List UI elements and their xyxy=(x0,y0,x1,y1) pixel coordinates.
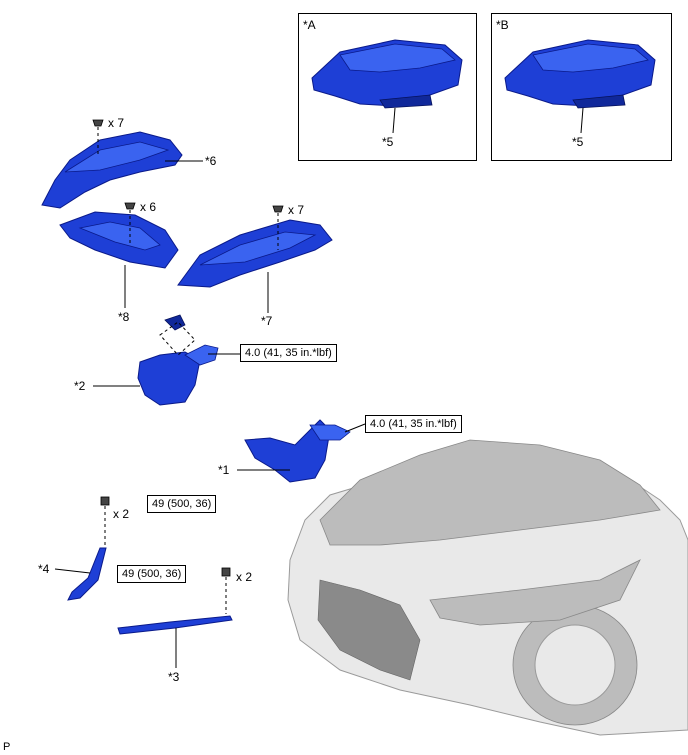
clip-6-qty: x 7 xyxy=(108,116,125,130)
clip-8-qty: x 6 xyxy=(140,200,157,214)
view-b-part-label: *5 xyxy=(572,135,584,149)
torque-spec-3: 49 (500, 36) xyxy=(117,565,187,583)
air-duct-1 xyxy=(244,419,351,483)
clip-7-qty: x 7 xyxy=(288,203,305,217)
cowl-side-panel-6 xyxy=(41,131,183,209)
part-3-label: *3 xyxy=(168,670,180,684)
clip-8-icon xyxy=(124,202,136,210)
part-4-label: *4 xyxy=(38,562,50,576)
cowl-panel-7 xyxy=(177,219,333,288)
part-2-label: *2 xyxy=(74,379,86,393)
leader-b xyxy=(580,107,584,134)
view-a-part-label: *5 xyxy=(382,135,394,149)
engine-cover-a xyxy=(311,39,463,109)
part-6-label: *6 xyxy=(205,154,217,168)
torque-spec-2: 4.0 (41, 35 in.*lbf) xyxy=(240,344,337,362)
view-a-label: *A xyxy=(303,18,316,32)
bolt-4-icon xyxy=(100,496,110,506)
bolt-3-icon xyxy=(221,567,231,577)
clip-7-icon xyxy=(272,205,284,213)
part-7-label: *7 xyxy=(261,314,273,328)
footer-code: P xyxy=(3,741,11,753)
vehicle-illustration xyxy=(287,439,688,736)
bolt-4-qty: x 2 xyxy=(113,507,130,521)
brace-4 xyxy=(67,547,107,601)
leader-a xyxy=(392,107,396,134)
brace-3 xyxy=(117,615,233,635)
bracket-dashed xyxy=(159,321,196,356)
clip-6-icon xyxy=(92,119,104,127)
part-8-label: *8 xyxy=(118,310,130,324)
view-b-label: *B xyxy=(496,18,509,32)
part-1-label: *1 xyxy=(218,463,230,477)
bolt-3-qty: x 2 xyxy=(236,570,253,584)
torque-spec-4: 49 (500, 36) xyxy=(147,495,217,513)
engine-cover-b xyxy=(504,39,656,109)
torque-spec-1: 4.0 (41, 35 in.*lbf) xyxy=(365,415,462,433)
air-duct-2 xyxy=(137,314,219,406)
cowl-panel-8 xyxy=(59,211,179,269)
